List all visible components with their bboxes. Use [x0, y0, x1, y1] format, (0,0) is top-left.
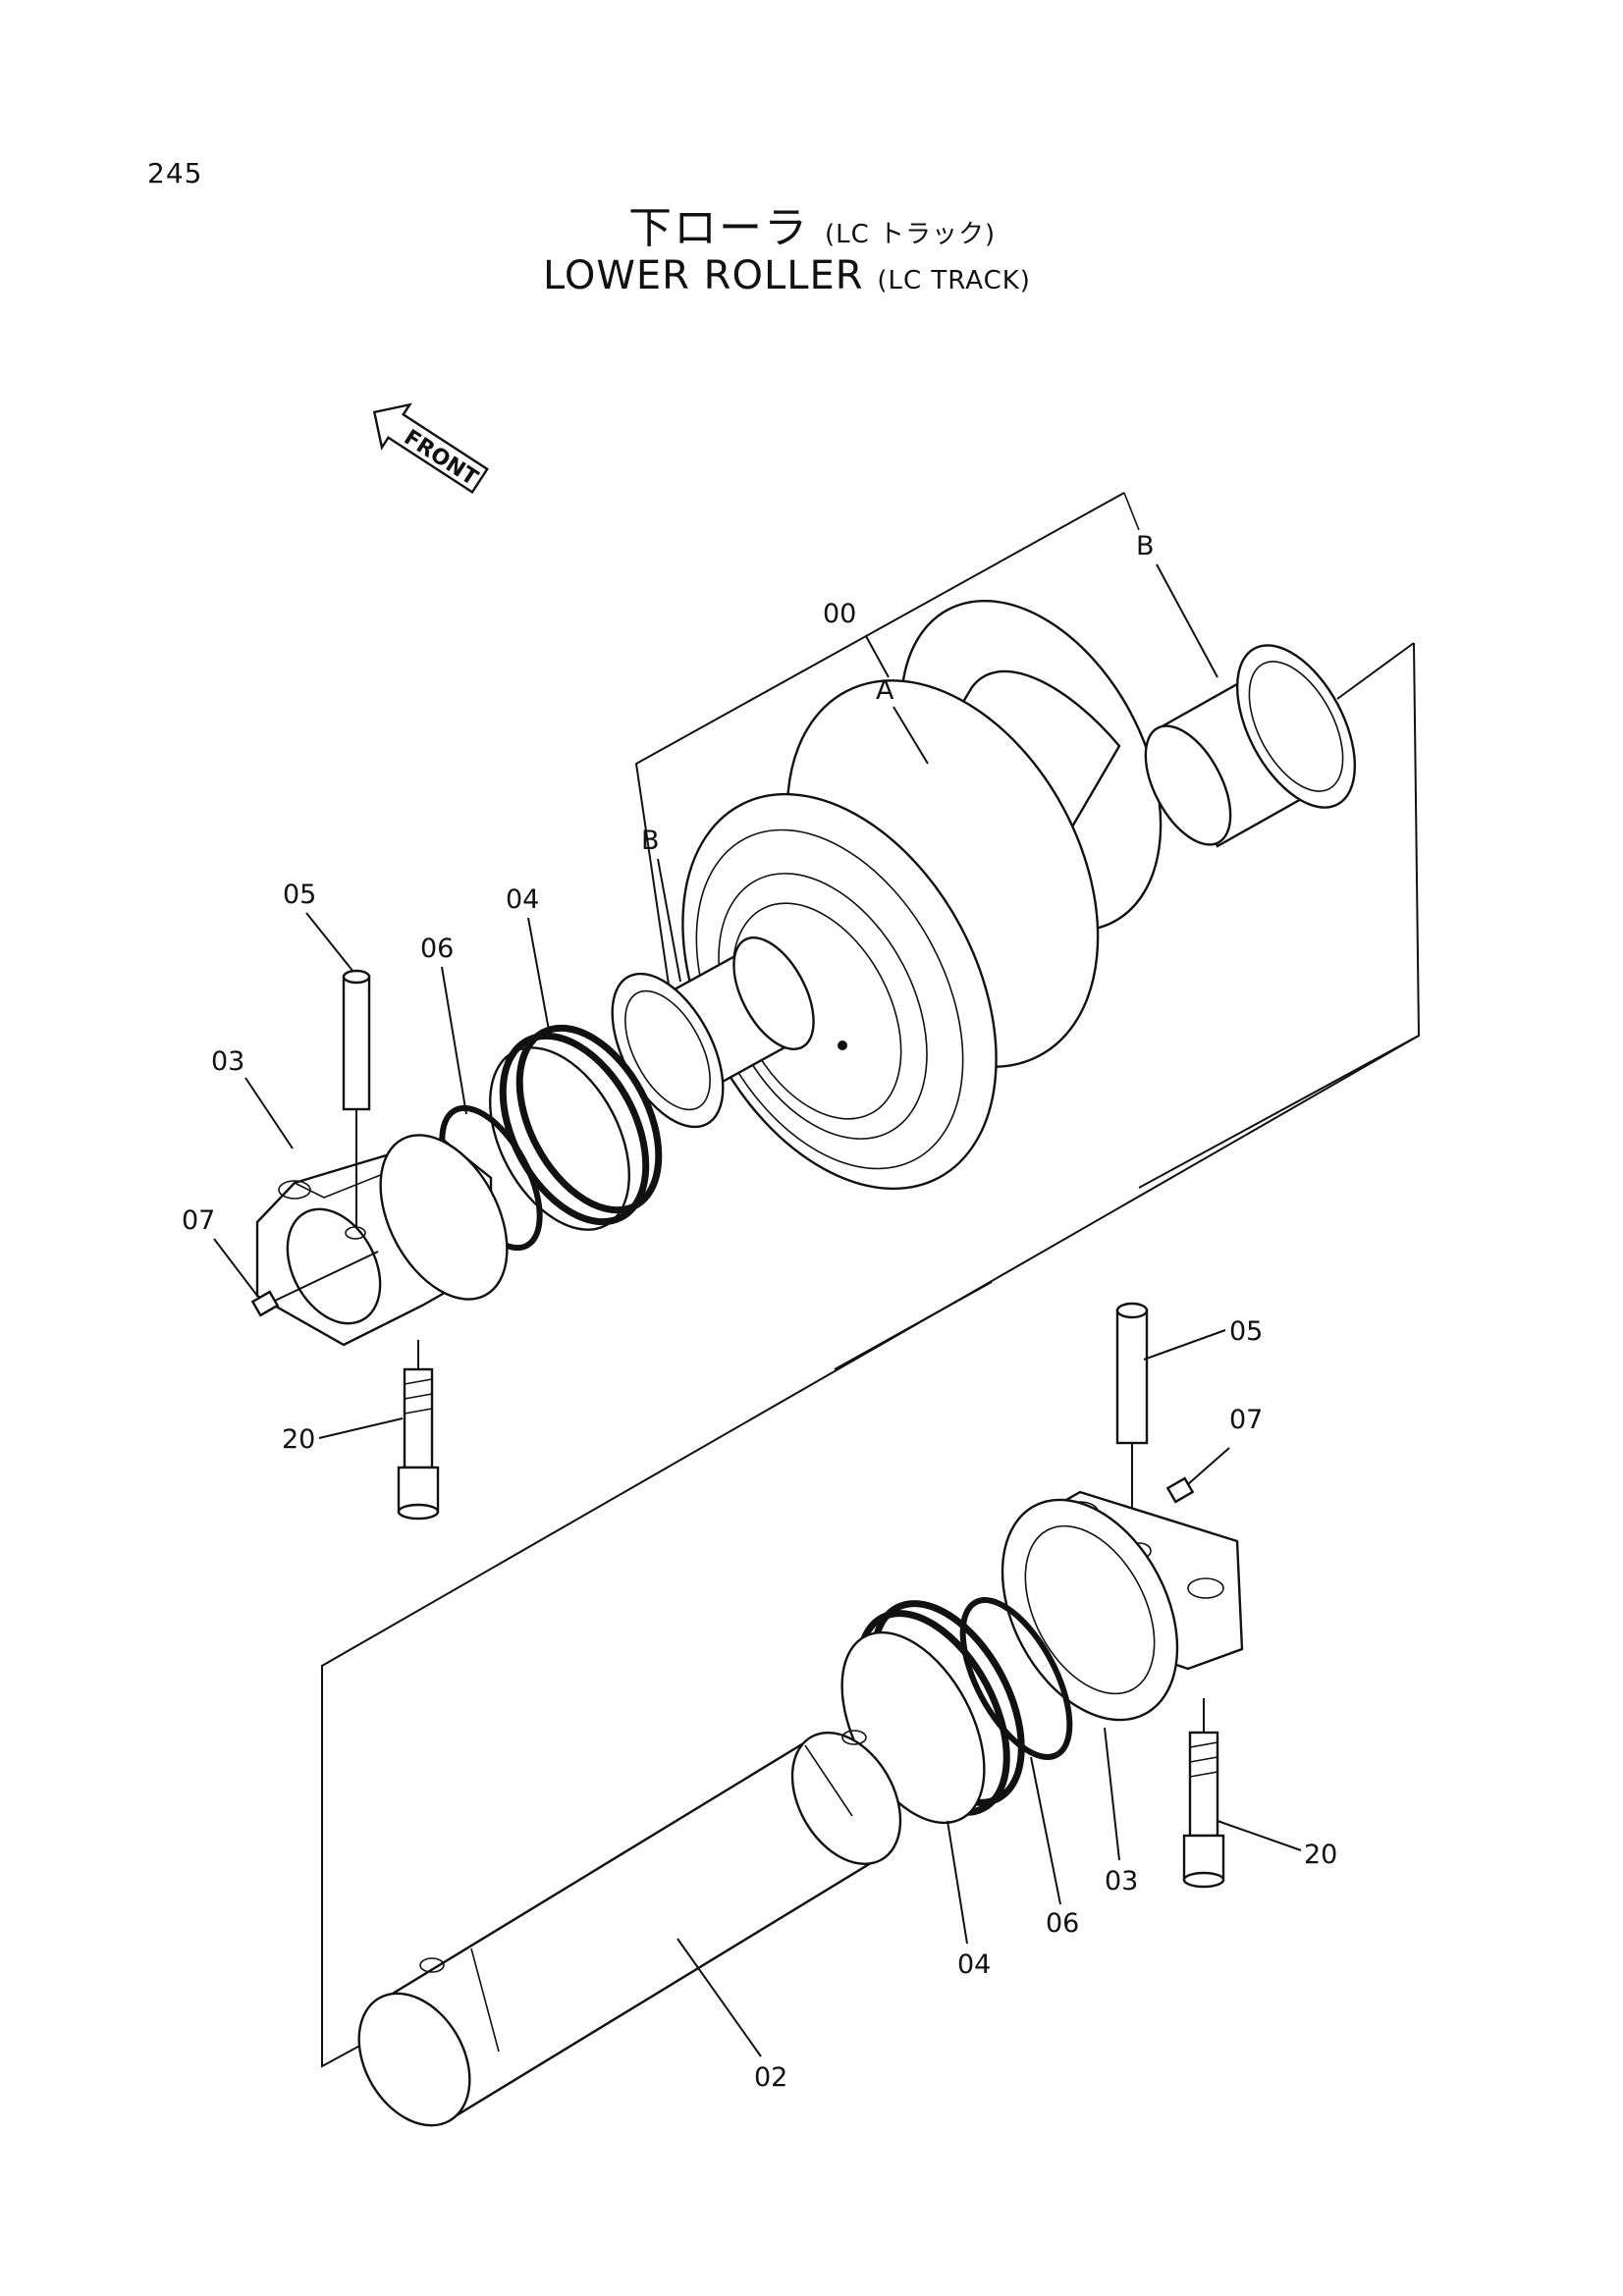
roller-body [681, 599, 1163, 1191]
callout-a: A [876, 675, 894, 706]
pin-05-right [1115, 1302, 1149, 1531]
title-en-main: LOWER ROLLER [543, 253, 864, 298]
front-arrow-icon: FRONT [372, 402, 489, 494]
o-ring-06-right [959, 1597, 1073, 1760]
callout-00: 00 [823, 599, 856, 629]
callout-07-left: 07 [182, 1205, 215, 1236]
callout-07-right: 07 [1229, 1405, 1263, 1435]
callout-04-left: 04 [506, 884, 539, 915]
bushing-b-right [1144, 644, 1357, 848]
callout-02: 02 [754, 2062, 787, 2093]
title-en-sub: (LC TRACK) [877, 266, 1031, 295]
callout-06-right: 06 [1046, 1908, 1079, 1939]
title-english: LOWER ROLLER (LC TRACK) [543, 253, 1031, 298]
pin-05-left [342, 969, 371, 1227]
title-japanese: 下ローラ (LC トラック) [628, 192, 996, 255]
plug-07-left [250, 1251, 379, 1317]
page-number: 245 [147, 157, 203, 189]
title-jp-sub: (LC トラック) [825, 220, 997, 249]
lower-assembly-boundary [321, 1035, 1420, 2068]
callout-05-right: 05 [1229, 1316, 1263, 1347]
callout-b-left: B [641, 826, 660, 856]
callout-06-left: 06 [420, 934, 454, 964]
callout-labels: 00 A B B 05 04 06 03 07 20 05 07 04 06 0… [182, 531, 1337, 2093]
callout-04-right: 04 [957, 1949, 991, 1980]
bracket-03-left [255, 1134, 509, 1347]
callout-b-top: B [1136, 531, 1155, 561]
bolt-20-left [397, 1340, 440, 1521]
callout-20-right: 20 [1304, 1840, 1337, 1870]
callout-03-left: 03 [211, 1046, 244, 1077]
leader-lines [213, 563, 1302, 2057]
plug-07-right [1165, 1476, 1195, 1504]
bolt-20-right [1182, 1698, 1225, 1889]
callout-20-left: 20 [282, 1424, 315, 1455]
title-jp-main: 下ローラ [628, 203, 809, 253]
callout-05-left: 05 [283, 880, 316, 910]
shaft-02 [357, 1730, 902, 2127]
callout-03-right: 03 [1105, 1866, 1138, 1896]
